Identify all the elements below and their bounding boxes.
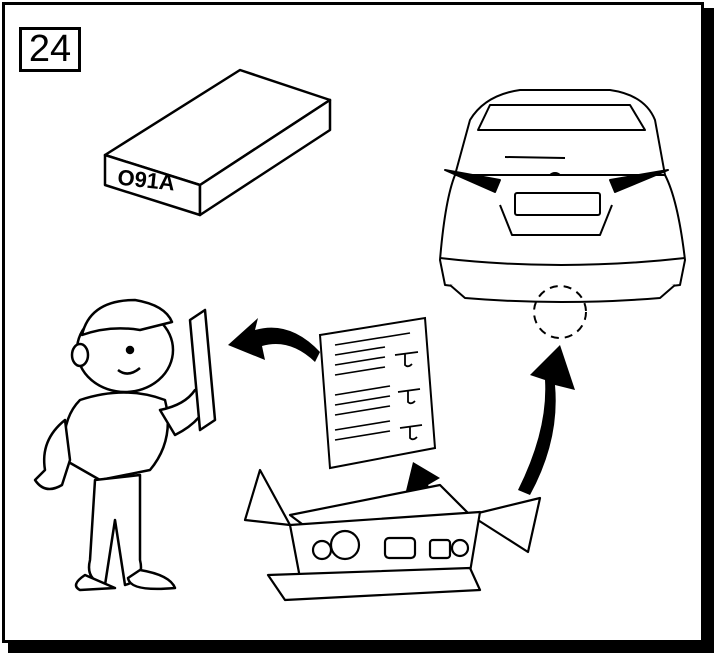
sheet-paper	[320, 318, 435, 468]
arrow-to-man-icon	[228, 318, 320, 362]
mechanic-legs	[89, 475, 141, 585]
rear-bumper	[450, 285, 675, 302]
rear-window	[478, 105, 645, 130]
wiper	[505, 157, 565, 158]
kit-box-front	[268, 568, 480, 600]
car-rear	[440, 90, 685, 338]
kit-box-left-flap	[245, 470, 290, 525]
car-roof	[455, 90, 665, 175]
mechanic-ear	[72, 344, 88, 366]
step-number-box: 24	[19, 27, 81, 72]
mechanic-character	[35, 300, 215, 590]
license-plate	[515, 193, 600, 215]
mechanic-right-shoe	[128, 570, 175, 589]
mechanic-eye	[127, 347, 133, 353]
kit-box-right-flap	[470, 498, 540, 552]
mechanic-torso	[64, 393, 168, 481]
arrow-to-car-icon	[518, 345, 575, 495]
instruction-sheet	[320, 318, 435, 468]
kit-box	[245, 470, 540, 600]
mechanic-left-arm	[35, 420, 70, 489]
step-number: 24	[29, 28, 71, 71]
part-box: O91A	[105, 70, 330, 215]
